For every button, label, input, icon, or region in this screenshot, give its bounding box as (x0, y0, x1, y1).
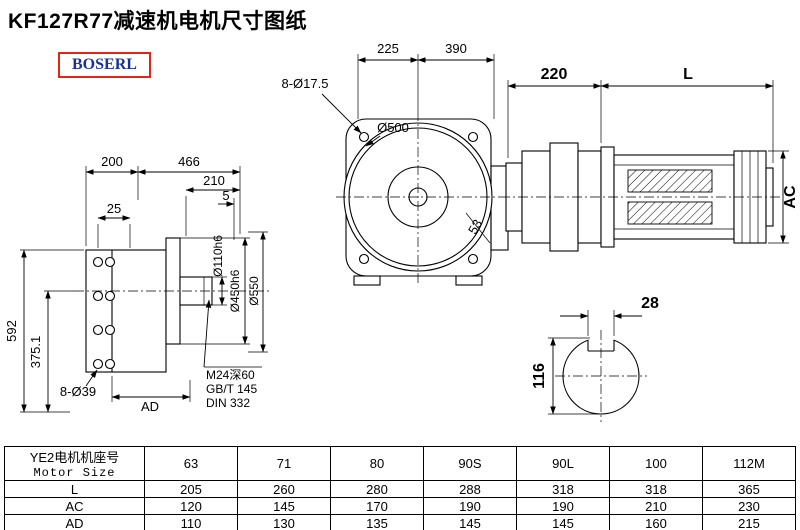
table-cell: 215 (702, 514, 796, 530)
side-dim-d550: Ø550 (247, 231, 268, 353)
table-row-label: AD (4, 514, 145, 530)
dim-210: 210 (203, 173, 225, 188)
motor-dim-L: L (600, 66, 774, 163)
table-cell: 130 (237, 514, 331, 530)
table-cell: 135 (330, 514, 424, 530)
side-dim-592: 592 (4, 249, 84, 413)
side-dim-d450: Ø450h6 (180, 237, 250, 345)
side-view: 200 466 210 5 25 (4, 154, 272, 414)
table-cell: 318 (609, 480, 703, 498)
side-bolt-callout: 8-Ø39 (60, 369, 98, 399)
motor-dim-AC: AC (768, 150, 799, 244)
side-dim-200-466: 200 466 (85, 154, 241, 246)
motor-side-view: 220 L AC (500, 66, 799, 252)
shaft-dim-28: 28 (560, 295, 659, 336)
brand-logo: BOSERL (58, 52, 151, 78)
technical-drawing: 225 390 8-Ø17.5 Ø500 53 (4, 41, 799, 422)
dim-200: 200 (101, 154, 123, 169)
dim-5: 5 (222, 188, 229, 203)
table-cell: 190 (516, 497, 610, 515)
motor-dim-220: 220 (507, 66, 602, 158)
side-dim-AD: AD (111, 376, 191, 414)
note-gbt145: GB/T 145 (206, 382, 257, 396)
table-row-AC: AC 120 145 170 190 190 210 230 (4, 497, 796, 515)
table-cell-size: 112M (702, 446, 796, 481)
table-cell-size: 90S (423, 446, 517, 481)
table-header-row: YE2电机机座号 Motor Size 63 71 80 90S 90L 100… (4, 446, 796, 481)
table-cell: 205 (144, 480, 238, 498)
dim-220: 220 (541, 66, 568, 83)
motor-size-table: YE2电机机座号 Motor Size 63 71 80 90S 90L 100… (4, 446, 796, 530)
stator-hatch-top (627, 169, 713, 193)
dim-28: 28 (641, 295, 659, 312)
table-header-label: YE2电机机座号 Motor Size (4, 446, 145, 481)
table-cell: 145 (237, 497, 331, 515)
table-cell: 280 (330, 480, 424, 498)
side-dim-25: 25 (97, 201, 131, 248)
table-row-L: L 205 260 280 288 318 318 365 (4, 480, 796, 498)
table-cell: 260 (237, 480, 331, 498)
table-cell: 145 (516, 514, 610, 530)
dim-d550: Ø550 (247, 276, 261, 306)
table-cell: 160 (609, 514, 703, 530)
dim-AD: AD (141, 399, 159, 414)
dim-AC: AC (782, 185, 799, 209)
dim-8xd17-5: 8-Ø17.5 (282, 76, 329, 91)
dim-53: 53 (465, 217, 485, 237)
dim-d450h6: Ø450h6 (228, 269, 242, 312)
table-cell: 318 (516, 480, 610, 498)
note-m24: M24深60 (206, 368, 255, 382)
dim-116: 116 (531, 363, 548, 389)
table-row-AD: AD 110 130 135 145 145 160 215 (4, 514, 796, 530)
table-cell: 110 (144, 514, 238, 530)
table-cell-size: 90L (516, 446, 610, 481)
stator-hatch-bottom (627, 201, 713, 225)
table-cell-size: 80 (330, 446, 424, 481)
side-dim-d110: Ø110h6 (211, 235, 227, 306)
side-dim-375-1: 375.1 (28, 290, 74, 413)
dim-225: 225 (377, 41, 399, 56)
dim-d500: Ø500 (377, 120, 409, 135)
page-title: KF127R77减速机电机尺寸图纸 (8, 10, 308, 33)
table-cell: 120 (144, 497, 238, 515)
dim-390: 390 (445, 41, 467, 56)
shaft-dim-116: 116 (531, 337, 599, 415)
dim-25: 25 (107, 201, 121, 216)
table-cell: 170 (330, 497, 424, 515)
table-header-cn: YE2电机机座号 (29, 450, 120, 465)
dim-375-1: 375.1 (28, 336, 43, 369)
front-view: 225 390 8-Ø17.5 Ø500 53 (282, 41, 509, 286)
table-cell: 145 (423, 514, 517, 530)
side-dim-210: 210 (185, 173, 241, 236)
front-bolt-callout: 8-Ø17.5 (282, 76, 362, 134)
table-cell-size: 63 (144, 446, 238, 481)
front-dim-53: 53 (465, 212, 491, 244)
dim-d110h6: Ø110h6 (211, 235, 225, 277)
front-d500-callout: Ø500 (365, 120, 409, 147)
table-cell: 288 (423, 480, 517, 498)
side-dim-5: 5 (218, 188, 235, 240)
table-cell-size: 100 (609, 446, 703, 481)
side-shaft-notes: M24深60 GB/T 145 DIN 332 (203, 299, 262, 410)
table-row-label: AC (4, 497, 145, 515)
dim-592: 592 (4, 320, 19, 342)
table-row-label: L (4, 480, 145, 498)
table-cell: 365 (702, 480, 796, 498)
front-dim-225-390: 225 390 (357, 41, 495, 119)
dim-8xd39: 8-Ø39 (60, 384, 96, 399)
shaft-section-view: 28 116 (531, 295, 659, 422)
table-cell: 230 (702, 497, 796, 515)
dim-466: 466 (178, 154, 200, 169)
table-header-en: Motor Size (33, 466, 116, 480)
note-din332: DIN 332 (206, 396, 250, 410)
table-cell-size: 71 (237, 446, 331, 481)
dim-L: L (683, 66, 693, 83)
table-cell: 190 (423, 497, 517, 515)
table-cell: 210 (609, 497, 703, 515)
